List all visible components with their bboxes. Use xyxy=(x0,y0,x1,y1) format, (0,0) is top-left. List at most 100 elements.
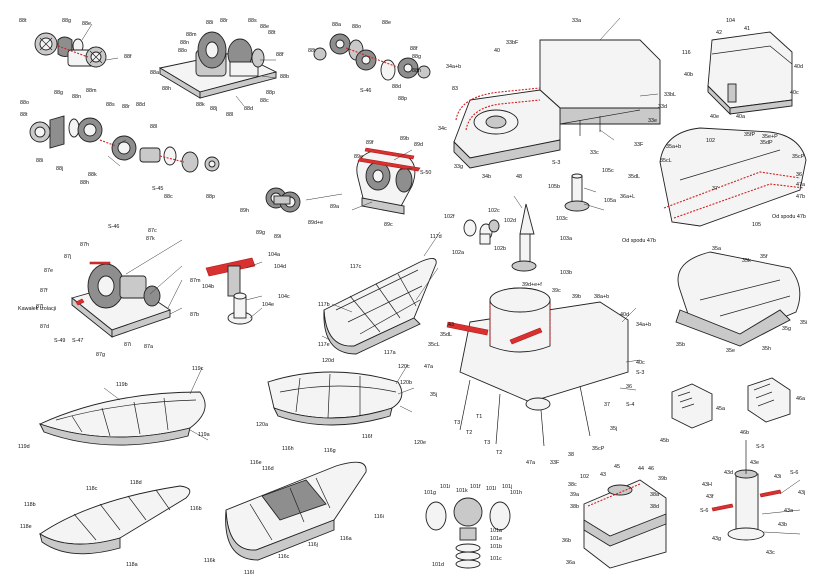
label-102d: 102d xyxy=(504,218,516,224)
label-116d: 116d xyxy=(262,466,274,472)
label-w88t: 88t xyxy=(268,30,276,36)
label-88j-b: 88j xyxy=(56,166,63,172)
label-47b: 47b xyxy=(796,194,805,200)
label-102-z: 102 xyxy=(580,474,589,480)
label-33bl: 33bL xyxy=(664,92,676,98)
label-r88o: 88o xyxy=(352,24,361,30)
label-38b: 38b xyxy=(570,504,579,510)
label-w88b: 88b xyxy=(280,74,289,80)
label-35ab: 35a+b xyxy=(666,144,681,150)
label-t1: T1 xyxy=(476,414,482,420)
lifeboat-116 xyxy=(225,461,367,561)
label-101k: 101k xyxy=(456,488,468,494)
winch-on-base xyxy=(158,31,278,99)
label-101l: 101l xyxy=(486,486,496,492)
label-87d: 87d xyxy=(40,324,49,330)
label-43f: 43f xyxy=(706,494,714,500)
label-w88l: 88l xyxy=(226,112,233,118)
winch-exploded-mid xyxy=(29,115,220,173)
label-87a: 87a xyxy=(144,344,153,350)
label-83: 83 xyxy=(452,86,458,92)
label-101d: 101d xyxy=(432,562,444,568)
label-t3b: T3 xyxy=(484,440,490,446)
label-37-n: 37 xyxy=(604,402,610,408)
label-s47: S-47 xyxy=(72,338,83,344)
bridge-40 xyxy=(707,31,793,116)
label-s45: S-45 xyxy=(152,186,163,192)
label-46b: 46b xyxy=(740,430,749,436)
label-89c: 89c xyxy=(384,222,393,228)
label-36-n: 36 xyxy=(626,384,632,390)
label-88r-b: 88r xyxy=(122,104,130,110)
label-38d: 38d xyxy=(650,504,659,510)
label-t3: T3 xyxy=(454,420,460,426)
label-41: 41 xyxy=(744,26,750,32)
label-119b: 119b xyxy=(116,382,128,388)
label-35h: 35h xyxy=(762,346,771,352)
label-35cl: 35cL xyxy=(660,158,672,164)
label-40a: 40a xyxy=(736,114,745,120)
label-46a: 46a xyxy=(796,396,805,402)
label-105a: 105a xyxy=(604,198,616,204)
label-116c: 116c xyxy=(278,554,290,560)
vents-45-46 xyxy=(671,377,791,429)
label-43h: 43H xyxy=(702,482,712,488)
lifeboat-117 xyxy=(323,258,437,355)
label-88g-b: 88g xyxy=(54,90,63,96)
label-40e: 40e xyxy=(710,114,719,120)
label-42: 42 xyxy=(716,30,722,36)
label-120a: 120a xyxy=(256,422,268,428)
label-89b: 89b xyxy=(400,136,409,142)
winch-small-exploded xyxy=(313,33,431,81)
label-116l: 116l xyxy=(244,570,254,576)
label-117b: 117b xyxy=(318,302,330,308)
label-35j: 35j xyxy=(430,392,437,398)
deck-35 xyxy=(659,127,807,227)
label-89ds: 89d+e xyxy=(308,220,323,226)
lifeboat-120 xyxy=(267,371,403,426)
label-35cl-n: 35cL xyxy=(428,342,440,348)
label-45: 45 xyxy=(614,464,620,470)
funnel-tower xyxy=(446,287,629,447)
label-s5: S-5 xyxy=(756,444,764,450)
label-88o-b: 88o xyxy=(20,100,29,106)
label-88l-b: 88l xyxy=(150,124,157,130)
label-39b-z: 39b xyxy=(658,476,667,482)
label-118c: 118c xyxy=(86,486,98,492)
label-101f: 101f xyxy=(470,484,481,490)
label-43g: 43g xyxy=(712,536,721,542)
label-47a2-n: 47a xyxy=(526,460,535,466)
label-87k: 87k xyxy=(146,236,155,242)
label-kawalek: Kawałek izolacji xyxy=(18,306,56,312)
mast-43 xyxy=(711,440,782,541)
label-46: 46 xyxy=(648,466,654,472)
label-35k: 35k xyxy=(742,258,751,264)
label-35i: 35i xyxy=(800,320,807,326)
label-102a: 102a xyxy=(452,250,464,256)
label-w88i: 88i xyxy=(206,20,213,26)
label-r88f: 88f xyxy=(410,46,418,52)
label-od-spodu-1: Od spodu 47b xyxy=(772,214,806,220)
label-118d: 118d xyxy=(130,480,142,486)
lifeboat-118 xyxy=(39,485,191,555)
label-39b: 39b xyxy=(572,294,581,300)
label-120c: 120c xyxy=(398,364,410,370)
label-43e: 43e xyxy=(750,460,759,466)
label-87h: 87h xyxy=(80,242,89,248)
label-47a-n: 47a xyxy=(424,364,433,370)
label-87j: 87j xyxy=(64,254,71,260)
label-w88j: 88j xyxy=(210,106,217,112)
label-43c: 43c xyxy=(766,550,775,556)
label-119d: 119d xyxy=(18,444,30,450)
label-45b: 45b xyxy=(660,438,669,444)
label-101j: 101j xyxy=(502,484,512,490)
label-w88f: 88f xyxy=(276,52,284,58)
label-88g-a: 88g xyxy=(62,18,71,24)
label-103b: 103b xyxy=(560,270,572,276)
label-44: 44 xyxy=(638,466,644,472)
label-87g: 87g xyxy=(96,352,105,358)
label-w88o: 88o xyxy=(178,48,187,54)
label-r88a: 88a xyxy=(332,22,341,28)
label-116b: 116b xyxy=(190,506,202,512)
